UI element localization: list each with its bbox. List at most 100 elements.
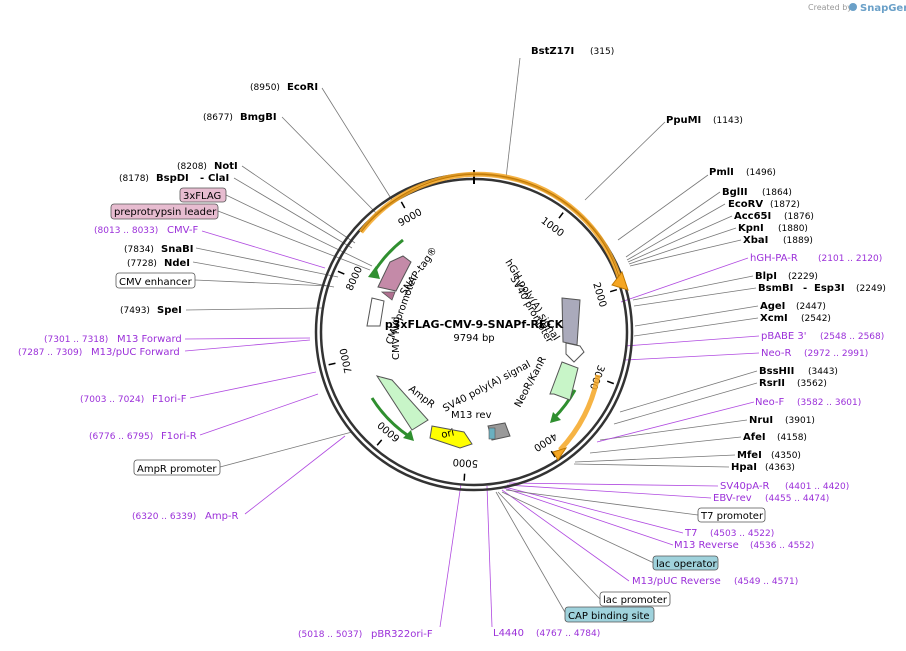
orf2-arrowhead-icon: [552, 447, 568, 461]
scale-tick-label: 9000: [397, 207, 425, 229]
svg-text:(7003 .. 7024): (7003 .. 7024): [80, 395, 144, 405]
svg-text:(4767 .. 4784): (4767 .. 4784): [536, 629, 600, 639]
snapgene-logo-icon: [849, 3, 857, 11]
site-nrui: NruI: [749, 415, 773, 426]
orf2-arc: [558, 374, 601, 452]
site-noti: NotI: [214, 161, 238, 172]
ori-label: ori: [440, 427, 455, 440]
svg-text:(8208): (8208): [177, 162, 207, 172]
svg-text:(8178): (8178): [119, 174, 149, 184]
svg-text:(2229): (2229): [788, 272, 818, 282]
site-xcmi: XcmI: [760, 313, 788, 324]
svg-text:(5018 .. 5037): (5018 .. 5037): [298, 630, 362, 640]
site-blpi: BlpI: [755, 271, 777, 282]
cds-green-arrowhead-icon: [368, 266, 380, 279]
scale-tick-label: 6000: [376, 419, 402, 444]
boxed-labels: T7 promoter lac operator lac promoter CA…: [110, 187, 766, 623]
primer-amp-r: Amp-R: [205, 511, 239, 522]
primer-l4440: L4440: [493, 628, 524, 639]
svg-text:(1496): (1496): [746, 168, 776, 178]
svg-text:(315): (315): [590, 47, 614, 57]
primer-pbabe3: pBABE 3': [761, 331, 807, 342]
svg-text:(4549 .. 4571): (4549 .. 4571): [734, 577, 798, 587]
scale-tick: [606, 380, 615, 385]
svg-text:(3562): (3562): [797, 379, 827, 389]
primer-sv40pa-r: SV40pA-R: [720, 481, 769, 492]
primer-labels-right: hGH-PA-R (2101 .. 2120) pBABE 3' (2548 .. …: [493, 253, 884, 639]
site-bsshii: BssHII: [759, 366, 794, 377]
primer-f1ori-f: F1ori-F: [152, 394, 187, 405]
svg-text:(1864): (1864): [762, 188, 792, 198]
site-bmgbi: BmgBI: [240, 112, 277, 123]
feature-3xflag: 3xFLAG: [183, 191, 221, 202]
site-labels-right: BstZ17I(315) PpuMI(1143) PmlI(1496) BglI…: [531, 46, 886, 473]
site-esp3i: Esp3I: [814, 283, 845, 294]
svg-text:(2548 .. 2568): (2548 .. 2568): [820, 332, 884, 342]
m13-rev-label: M13 rev: [451, 410, 492, 421]
site-snabi: SnaBI: [161, 244, 193, 255]
feature-preprotrypsin-leader: preprotrypsin leader: [114, 207, 217, 218]
site-ecori: EcoRI: [287, 82, 318, 93]
primer-connectors: [184, 230, 760, 628]
scale-tick-label: 7000: [339, 347, 355, 374]
svg-text:-: -: [803, 283, 807, 294]
svg-text:(7493): (7493): [120, 306, 150, 316]
credit-prefix: Created by: [808, 3, 852, 12]
primer-m13puc-reverse: M13/pUC Reverse: [632, 576, 721, 587]
svg-text:(8950): (8950): [250, 83, 280, 93]
primer-hgh-pa-r: hGH-PA-R: [750, 253, 798, 264]
svg-text:(3901): (3901): [785, 416, 815, 426]
ampr-shape: [375, 375, 429, 431]
svg-text:(4503 .. 4522): (4503 .. 4522): [710, 529, 774, 539]
flag-shape: [380, 291, 396, 301]
site-bstz17i: BstZ17I: [531, 46, 574, 57]
svg-text:(4455 .. 4474): (4455 .. 4474): [765, 494, 829, 504]
primer-cmv-f: CMV-F: [167, 225, 198, 236]
svg-text:(4536 .. 4552): (4536 .. 4552): [750, 541, 814, 551]
site-ndei: NdeI: [164, 258, 190, 269]
svg-text:(2972 .. 2991): (2972 .. 2991): [804, 349, 868, 359]
svg-text:(4401 .. 4420): (4401 .. 4420): [785, 482, 849, 492]
svg-text:(1880): (1880): [778, 224, 808, 234]
svg-text:(3443): (3443): [808, 367, 838, 377]
feature-t7-promoter: T7 promoter: [700, 511, 764, 522]
svg-text:(1143): (1143): [713, 116, 743, 126]
svg-text:(2447): (2447): [796, 302, 826, 312]
orf-arc-outline: [360, 173, 621, 281]
svg-text:(1889): (1889): [783, 236, 813, 246]
plasmid-size: 9794 bp: [453, 333, 494, 344]
svg-text:(2249): (2249): [856, 284, 886, 294]
feature-cap-binding-site: CAP binding site: [568, 611, 650, 622]
site-connectors: [185, 57, 759, 468]
site-ppumi: PpuMI: [666, 115, 701, 126]
scale-tick: [376, 439, 383, 446]
sv40-promoter-label: SV40 promoter: [507, 274, 555, 346]
scale-tick: [550, 450, 556, 458]
primer-neo-f: Neo-F: [755, 397, 785, 408]
cds-green-arrowhead-3-icon: [550, 412, 561, 423]
svg-text:(2101 .. 2120): (2101 .. 2120): [818, 254, 882, 264]
credit-brand: SnapGene: [860, 3, 906, 14]
primer-m13puc-forward: M13/pUC Forward: [91, 347, 180, 358]
scale-tick: [400, 201, 406, 209]
svg-text:(4158): (4158): [777, 433, 807, 443]
scale-tick: [328, 362, 336, 366]
cds-green-arrowhead-2-icon: [403, 430, 414, 441]
site-acc65i: Acc65I: [734, 211, 771, 222]
svg-text:(7287 .. 7309): (7287 .. 7309): [18, 348, 82, 358]
svg-text:(4350): (4350): [771, 451, 801, 461]
site-spei: SpeI: [157, 305, 182, 316]
feature-lac-operator: lac operator: [656, 559, 717, 570]
snap-tag-shape: [377, 255, 412, 292]
primer-pbr322ori-f: pBR322ori-F: [371, 629, 433, 640]
hgh-polya-shape: [561, 297, 581, 346]
neor-shape: [549, 361, 579, 401]
feature-lac-promoter: lac promoter: [603, 595, 668, 606]
site-bglii: BglII: [722, 187, 748, 198]
svg-text:(7728): (7728): [127, 259, 157, 269]
site-ecorv: EcoRV: [728, 199, 763, 210]
svg-text:(1876): (1876): [784, 212, 814, 222]
primer-labels-left: (5018 .. 5037)pBR322ori-F (6320 .. 6339)…: [18, 225, 433, 640]
site-mfei: MfeI: [737, 450, 762, 461]
